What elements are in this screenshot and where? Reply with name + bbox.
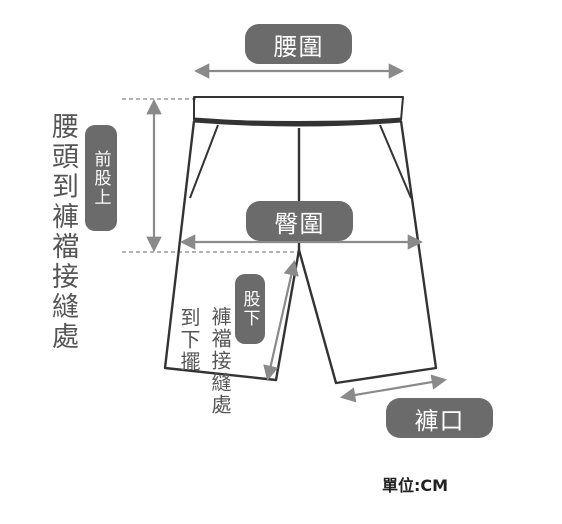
- waist-label: 腰圍: [245, 24, 352, 64]
- hem-arrow: [339, 374, 448, 403]
- to-hem-text: 到下擺: [177, 307, 201, 373]
- hem-label: 褲口: [386, 398, 493, 438]
- hip-label: 臀圍: [246, 201, 353, 241]
- right-leg-outline: [297, 120, 438, 385]
- right-pocket-line: [379, 124, 412, 199]
- waist-to-crotch-text: 腰頭到褲襠接縫處: [47, 112, 78, 352]
- inseam-arrow: [263, 259, 299, 382]
- waistband: [193, 96, 404, 123]
- front-rise-label: 前股上: [85, 125, 117, 231]
- unit-label: 單位:CM: [382, 476, 449, 495]
- crotch-seam-text: 褲襠接縫處: [208, 306, 232, 416]
- left-pocket-line: [189, 124, 219, 199]
- inseam-label: 股下: [235, 274, 265, 344]
- waist-seam: [193, 117, 402, 127]
